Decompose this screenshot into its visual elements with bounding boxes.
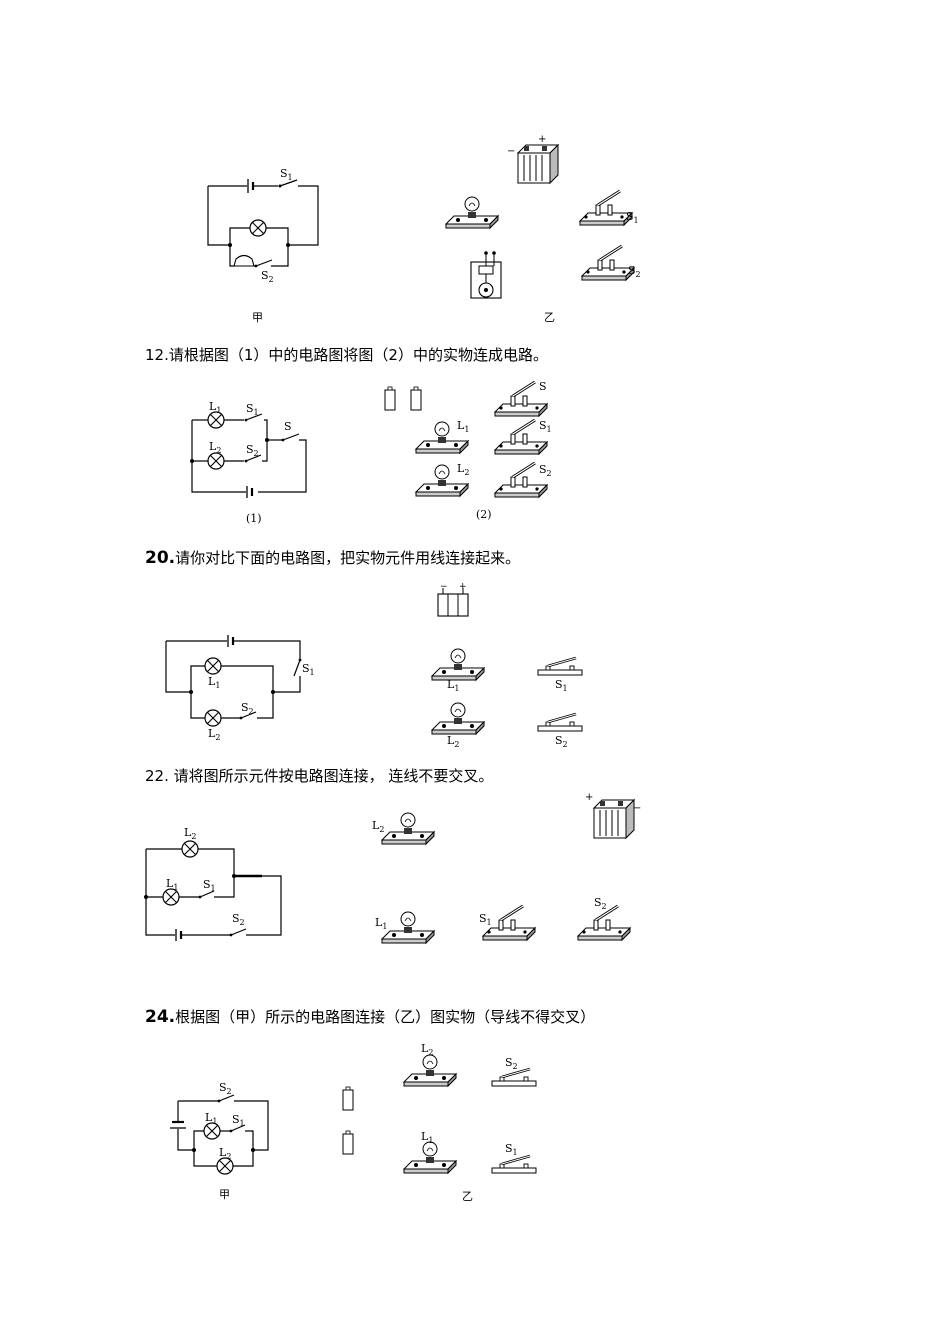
q12-phys-l2-label: L2 [457, 462, 469, 477]
top-physical-components: + − S1 S2 [445, 134, 641, 299]
top-phys-s1-label: S1 [626, 210, 639, 225]
q24-phys-s1-label: S1 [505, 1142, 518, 1157]
top-s2-label: S2 [261, 269, 274, 284]
q22-plus-label: + [585, 792, 593, 803]
q24-cell-2-icon [342, 1130, 354, 1155]
q20-battery-pack-icon [437, 588, 469, 617]
q22-lamp-l2-icon [381, 812, 435, 845]
question-24: 24.根据图（甲）所示的电路图连接（乙）图实物（导线不得交叉） [145, 1007, 596, 1027]
question-22: 22. 请将图所示元件按电路图连接， 连线不要交叉。 [145, 767, 494, 785]
q20-plus-label: + [459, 582, 467, 592]
switch-s2-icon [580, 244, 636, 282]
question-12: 12.请根据图（1）中的电路图将图（2）中的实物连成电路。 [145, 346, 548, 364]
electric-bell-icon [470, 251, 502, 299]
q12-l1-label: L1 [209, 400, 221, 415]
q24-s2-label: S2 [219, 1081, 232, 1096]
q24-lamp-l2-icon [403, 1054, 457, 1087]
question-20: 20.请你对比下面的电路图，把实物元件用线连接起来。 [145, 548, 521, 568]
q20-switch-s1-icon [536, 656, 584, 677]
q22-phys-l2-label: L2 [372, 819, 384, 834]
q12-cell-1-icon [384, 386, 396, 411]
top-left-caption: 甲 [252, 311, 263, 324]
q20-physical-components: − + L1 S1 L2 S2 [431, 582, 584, 749]
q20-phys-s2-label: S2 [555, 734, 568, 749]
q20-s2-label: S2 [241, 701, 254, 716]
q22-phys-s2-label: S2 [594, 896, 607, 911]
q22-l1-label: L1 [166, 877, 178, 892]
q24-l1-label: L1 [205, 1111, 217, 1126]
top-circuit-diagram: S1 S2 [207, 167, 319, 284]
top-s1-label: S1 [280, 167, 293, 182]
q22-s1-label: S1 [203, 878, 216, 893]
switch-s1-icon [578, 189, 634, 227]
top-phys-s2-label: S2 [628, 264, 641, 279]
q12-s2-label: S2 [246, 443, 259, 458]
q20-l1-label: L1 [208, 675, 220, 690]
q24-l2-label: L2 [219, 1146, 231, 1161]
q24-right-caption: 乙 [462, 1190, 473, 1203]
q20-lamp-l1-icon [431, 648, 485, 681]
q20-switch-s2-icon [536, 712, 584, 733]
accumulator-battery-icon [517, 144, 559, 184]
q20-l2-label: L2 [208, 727, 220, 742]
q12-l2-label: L2 [209, 440, 221, 455]
q24-phys-l2-label: L2 [421, 1042, 433, 1057]
q22-switch-s2-icon [576, 904, 632, 942]
q24-phys-s2-label: S2 [505, 1056, 518, 1071]
q24-switch-s2-icon [490, 1067, 538, 1088]
battery-minus-label: − [507, 146, 515, 157]
q12-phys-s2-label: S2 [539, 463, 552, 478]
q12-s-label: S [284, 420, 292, 433]
q22-phys-l1-label: L1 [375, 916, 387, 931]
q24-physical-components: L2 S2 L1 S1 [342, 1042, 538, 1175]
q24-cell-1-icon [342, 1086, 354, 1111]
q24-circuit-diagram: S2 L1 S1 L2 [170, 1081, 269, 1175]
q20-phys-s1-label: S1 [555, 678, 568, 693]
q12-physical-components: S L1 S1 L2 S2 [384, 380, 552, 499]
lamp-board-icon [445, 196, 499, 229]
q22-l2-label: L2 [184, 826, 196, 841]
q22-s2-label: S2 [232, 912, 245, 927]
q20-phys-l2-label: L2 [447, 734, 459, 749]
q22-minus-label: − [633, 803, 641, 814]
q12-phys-s1-label: S1 [539, 419, 552, 434]
q24-lamp-l1-icon [403, 1141, 457, 1174]
q20-s1-label: S1 [302, 662, 315, 677]
q12-right-caption: (2) [476, 508, 492, 521]
q12-left-caption: (1) [246, 512, 262, 525]
q20-circuit-diagram: S1 L1 S2 L2 [165, 635, 315, 742]
q12-phys-s-label: S [539, 380, 547, 393]
q22-phys-s1-label: S1 [479, 912, 492, 927]
q22-lamp-l1-icon [381, 911, 435, 944]
q22-physical-components: L2 + − L1 S1 S2 [372, 792, 641, 944]
q12-cell-2-icon [410, 386, 422, 411]
q22-circuit-diagram: L2 L1 S1 S2 [144, 826, 282, 941]
q24-s1-label: S1 [232, 1113, 245, 1128]
q20-phys-l1-label: L1 [447, 678, 459, 693]
q12-s1-label: S1 [246, 402, 259, 417]
q12-circuit-diagram: L1 S1 L2 S2 S [190, 400, 307, 498]
battery-plus-label: + [538, 134, 546, 145]
q22-accumulator-icon [593, 799, 635, 839]
q20-minus-label: − [440, 582, 448, 592]
top-right-caption: 乙 [544, 311, 555, 324]
q12-phys-l1-label: L1 [457, 419, 469, 434]
q20-lamp-l2-icon [431, 702, 485, 735]
q24-switch-s1-icon [490, 1154, 538, 1175]
q24-left-caption: 甲 [219, 1188, 230, 1201]
q24-phys-l1-label: L1 [421, 1130, 433, 1145]
